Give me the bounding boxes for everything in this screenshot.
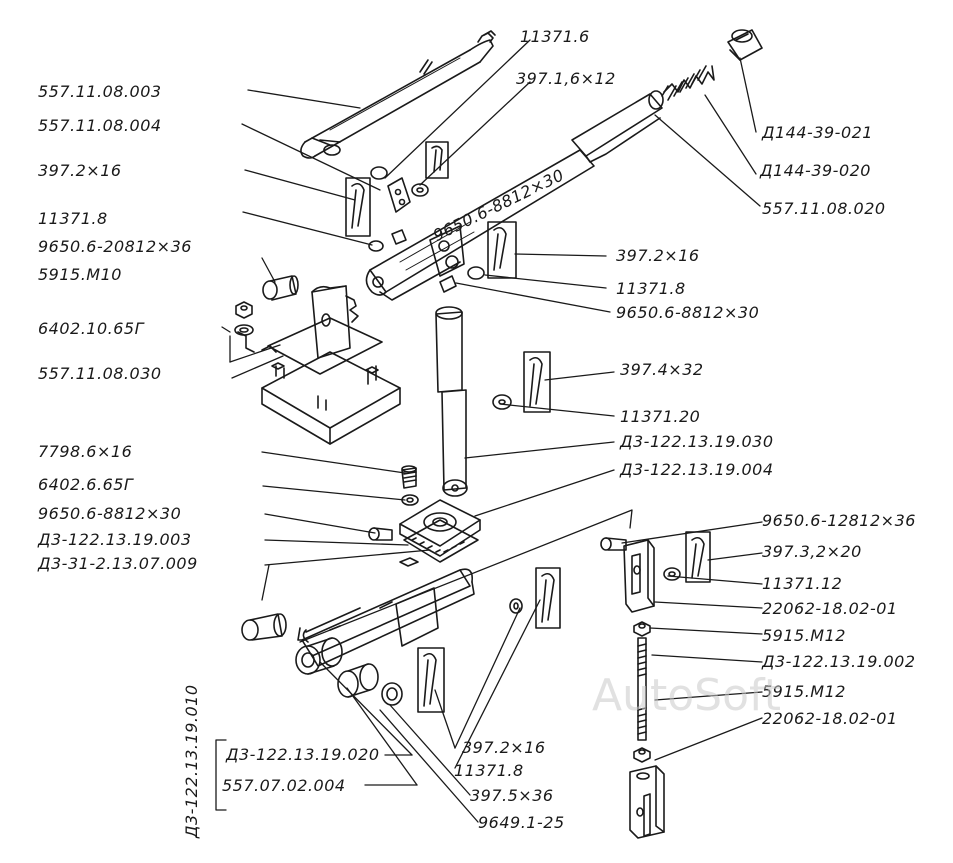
spring-d144-39-020 [662,66,714,100]
nut-5915-m12-b [634,748,650,762]
bracket-557-11-08-030 [238,286,400,444]
label-397-2x16-c: 397.2×16 [462,738,546,757]
label-9649-1-25: 9649.1-25 [478,813,565,832]
cap-d144-39-021 [728,30,762,60]
small-parts-top [369,167,484,292]
watermark: AutoSoft [592,670,781,721]
cotter-pin-397-5x36 [418,648,444,712]
label-397-2x16-a: 397.2×16 [38,161,122,180]
cotter-pin-397-2x16-c [536,568,560,628]
washer-9649-1-25 [382,683,402,705]
label-557-07-02-004: 557.07.02.004 [222,776,346,795]
nut-5915-m10 [236,302,252,318]
bracket-line [300,510,632,642]
label-9650-6-8812x30-b: 9650.6-8812×30 [616,303,760,322]
label-d3-122-13-19-030: Д3-122.13.19.030 [620,432,774,451]
label-d3-122-13-19-004: Д3-122.13.19.004 [620,460,774,479]
washer-6402-10-65g [235,325,253,335]
label-11371-20: 11371.20 [620,407,701,426]
label-9650-6-12812x36: 9650.6-12812×36 [762,511,916,530]
washer-11371-8-c [510,599,522,613]
bushing-557-07-02-004 [338,664,378,697]
nut-d3-31-2-13-07-009 [400,558,418,566]
handle-557-11-08-003 [301,31,495,158]
plate-d3-122-13-19-004 [400,500,480,562]
label-557-11-08-020: 557.11.08.020 [762,199,886,218]
label-d144-39-021: Д144-39-021 [762,123,873,142]
label-397-5x36: 397.5×36 [470,786,554,805]
label-9650-6-20812x36: 9650.6-20812×36 [38,237,192,256]
label-d3-31-2-13-07-009: Д3-31-2.13.07.009 [38,554,198,573]
washer-11371-20 [493,395,511,409]
rod-d3-122-13-19-030 [436,307,467,496]
label-397-4x32: 397.4×32 [620,360,704,379]
label-d3-122-13-19-002: Д3-122.13.19.002 [762,652,916,671]
cotter-pin-397-2x16-b [488,222,516,278]
rod-d3-122-13-19-002 [638,638,646,740]
label-557-11-08-030: 557.11.08.030 [38,364,162,383]
label-7798-6x16: 7798.6×16 [38,442,133,461]
label-6402-6-65g: 6402.6.65Г [38,475,134,494]
label-d144-39-020: Д144-39-020 [760,161,871,180]
label-d3-122-13-19-020: Д3-122.13.19.020 [226,745,380,764]
label-397-3-2x20: 397.3,2×20 [762,542,862,561]
label-d3-122-13-19-003: Д3-122.13.19.003 [38,530,192,549]
label-557-11-08-004: 557.11.08.004 [38,116,162,135]
bolt-7798-6x16 [402,466,416,488]
bolt-9650-6-20812x36 [263,276,298,300]
label-5915-m12-a: 5915.M12 [762,626,846,645]
lever-557-11-08-020 [366,91,663,300]
label-22062-18-02-01-a: 22062-18.02-01 [762,599,898,618]
cotter-pin-397-4x32 [524,352,550,412]
label-11371-12: 11371.12 [762,574,843,593]
label-557-11-08-003: 557.11.08.003 [38,82,162,101]
label-6402-10-65g: 6402.10.65Г [38,319,145,338]
pin-left [242,614,286,640]
bolt-9650-6-12812x36 [601,538,626,550]
nut-5915-m12-a [634,622,650,636]
washer-6402-6-65g [402,495,418,505]
label-5915-m10: 5915.M10 [38,265,122,284]
bushing-d3-122-13-19-020 [296,638,342,674]
label-11371-8-a: 11371.8 [38,209,108,228]
label-11371-6: 11371.6 [520,27,590,46]
fork-22062-18-02-01-a [624,540,654,612]
label-22062-18-02-01-b: 22062-18.02-01 [762,709,898,728]
cotter-pin-397-2x16-a [346,178,370,236]
label-5915-m12-b: 5915.M12 [762,682,846,701]
leader-lines [222,40,762,822]
fork-22062-18-02-01-b [630,766,664,838]
label-9650-6-8812x30-c: 9650.6-8812×30 [38,504,182,523]
label-397-1-6x12: 397.1,6×12 [516,69,616,88]
cotter-pin-397-3-2x20 [686,532,710,582]
group-bracket [216,740,226,810]
label-397-2x16-b: 397.2×16 [616,246,700,265]
washer-11371-12 [664,568,680,580]
label-d3-122-13-19-010: Д3-122.13.19.010 [182,684,201,838]
cotter-pin-397-1-6x12 [426,142,448,178]
label-11371-8-b: 11371.8 [616,279,686,298]
label-11371-8-c: 11371.8 [454,761,524,780]
bolt-9650-6-8812x30-c [369,528,392,540]
